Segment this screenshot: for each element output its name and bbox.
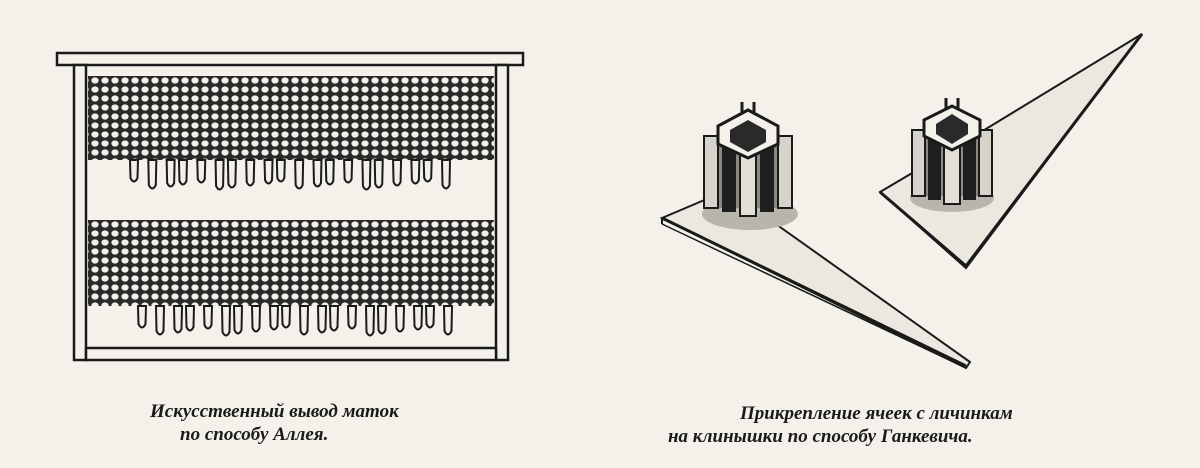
frame-top-bar bbox=[55, 51, 525, 67]
queen-cell bbox=[165, 159, 176, 188]
caption-line: Искусственный вывод маток bbox=[150, 401, 399, 422]
queen-cell bbox=[172, 305, 184, 334]
queen-cell-cup-large bbox=[703, 102, 793, 217]
queen-cell bbox=[128, 159, 140, 183]
queen-cell bbox=[298, 305, 310, 336]
comb-strip-upper bbox=[88, 76, 494, 160]
frame-bottom-bar bbox=[84, 346, 498, 362]
queen-cell bbox=[346, 305, 358, 330]
queen-cell bbox=[440, 159, 452, 190]
queen-cell bbox=[196, 159, 207, 184]
queen-cell bbox=[184, 305, 196, 332]
queen-cell bbox=[294, 159, 305, 190]
queen-cell bbox=[312, 159, 323, 188]
queen-cell bbox=[147, 159, 158, 190]
queen-cell-cup-small bbox=[911, 98, 993, 205]
frame-left-bar bbox=[72, 63, 88, 362]
queen-cell bbox=[373, 159, 384, 189]
caption-line: по способу Аллея. bbox=[180, 424, 329, 445]
queen-cell bbox=[275, 159, 286, 183]
queen-cell bbox=[424, 305, 436, 329]
queen-cells-lower bbox=[136, 305, 454, 337]
queen-cell bbox=[392, 159, 403, 187]
queen-cell bbox=[364, 305, 376, 337]
caption-gankevich-method: Прикрепление ячеек с личинкам на клинышк… bbox=[668, 402, 1013, 448]
hive-frame-drawing bbox=[55, 51, 525, 362]
queen-cell bbox=[394, 305, 406, 333]
queen-cell bbox=[154, 305, 166, 336]
queen-cell bbox=[412, 305, 424, 331]
queen-cell bbox=[245, 159, 256, 187]
queen-cell bbox=[280, 305, 292, 329]
hive-frame-illustration bbox=[40, 40, 540, 380]
queen-cell bbox=[361, 159, 372, 191]
queen-cell bbox=[268, 305, 280, 331]
queen-cell bbox=[177, 159, 188, 186]
queen-cell bbox=[376, 305, 388, 335]
queen-cell bbox=[422, 159, 433, 183]
frame-right-bar bbox=[494, 63, 510, 362]
queen-cell bbox=[328, 305, 340, 332]
queen-cell bbox=[232, 305, 244, 335]
queen-cell bbox=[410, 159, 421, 185]
queen-cell bbox=[226, 159, 237, 189]
comb-strip-lower bbox=[88, 220, 494, 306]
queen-cell bbox=[324, 159, 335, 186]
queen-cell bbox=[202, 305, 214, 330]
queen-cell bbox=[214, 159, 225, 191]
queen-cell bbox=[220, 305, 232, 337]
queen-cell bbox=[136, 305, 148, 329]
caption-line: на клинышки по способу Ганкевича. bbox=[668, 426, 973, 447]
queen-cell bbox=[343, 159, 354, 184]
queen-cell bbox=[442, 305, 454, 336]
queen-cell bbox=[263, 159, 274, 185]
wedges-drawing bbox=[659, 33, 1144, 370]
queen-cells-upper bbox=[128, 159, 452, 191]
queen-cell bbox=[316, 305, 328, 334]
caption-line: Прикрепление ячеек с личинкам bbox=[740, 403, 1013, 424]
queen-cell bbox=[250, 305, 262, 333]
queen-cell-wedges-illustration bbox=[640, 20, 1160, 380]
caption-allee-method: Искусственный вывод маток по способу Алл… bbox=[150, 400, 399, 446]
